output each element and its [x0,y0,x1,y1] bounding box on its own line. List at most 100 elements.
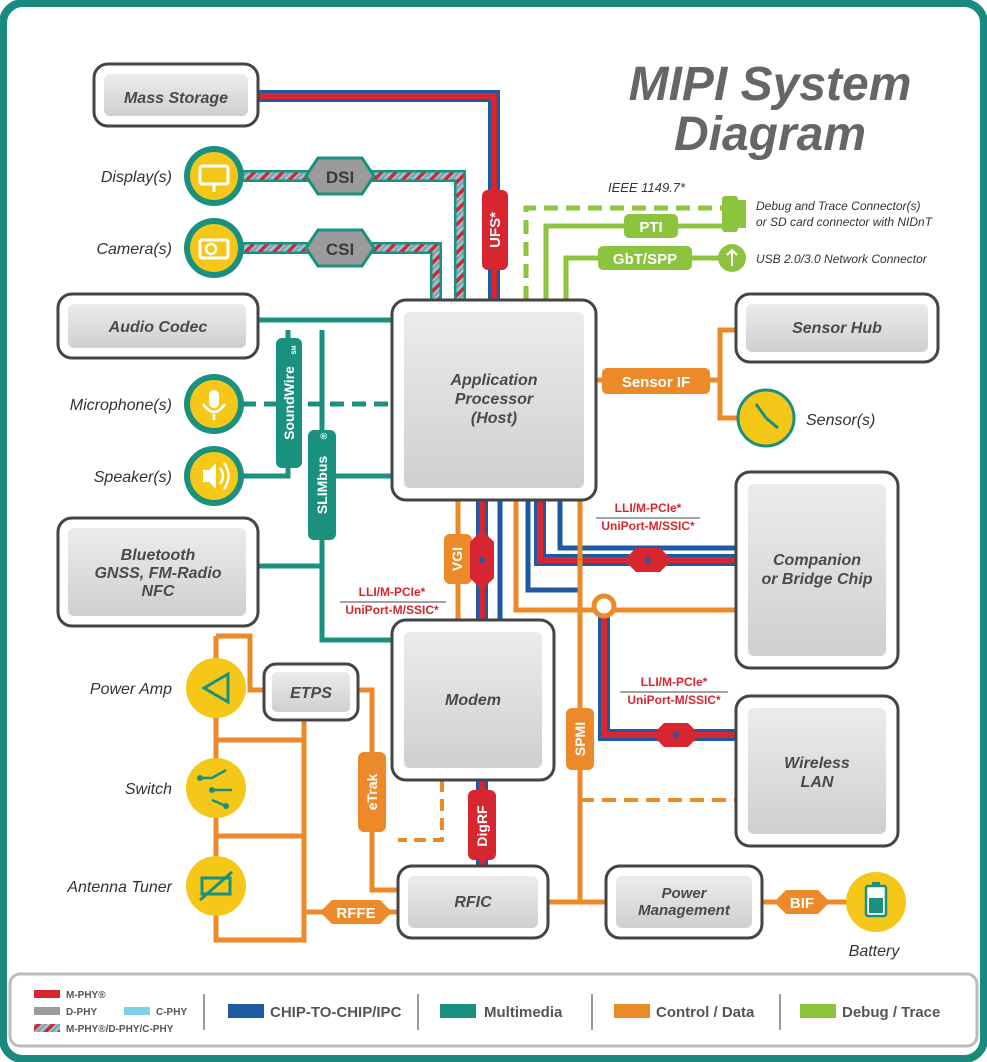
svg-text:SPMI: SPMI [572,722,588,756]
csi-pill: CSI [304,228,376,268]
svg-text:Wireless: Wireless [784,755,850,772]
svg-text:UniPort-M/SSIC*: UniPort-M/SSIC* [345,603,439,617]
modem-box[interactable]: Modem [390,618,556,782]
svg-text:GbT/SPP: GbT/SPP [613,251,677,268]
svg-text:eTrak: eTrak [364,773,380,810]
svg-text:Application: Application [449,372,537,389]
svg-text:RFIC: RFIC [454,894,492,911]
antenna-tuner-icon[interactable] [186,856,246,916]
svg-text:LLI/M-PCIe*: LLI/M-PCIe* [615,501,682,515]
companion-diamond [624,548,672,572]
svg-text:®: ® [319,432,329,439]
svg-text:Audio Codec: Audio Codec [108,319,208,336]
svg-text:SM: SM [292,345,298,354]
svg-text:Modem: Modem [445,692,501,709]
svg-text:LLI/M-PCIe*: LLI/M-PCIe* [359,585,426,599]
vgi-pill: VGI [444,534,472,584]
app-processor-box[interactable]: Application Processor (Host) [390,298,598,502]
legend-cphy: C-PHY [156,1007,187,1018]
svg-text:UniPort-M/SSIC*: UniPort-M/SSIC* [601,519,695,533]
lli-label-modem: LLI/M-PCIe* UniPort-M/SSIC* [340,585,446,617]
svg-text:BIF: BIF [790,895,814,912]
legend: M-PHY® D-PHY C-PHY M-PHY®/D-PHY/C-PHY CH… [8,972,979,1048]
svg-text:(Host): (Host) [471,410,517,427]
display-icon[interactable] [184,146,244,206]
rfic-box[interactable]: RFIC [396,864,550,940]
title-line2: Diagram [674,108,866,161]
battery-icon[interactable] [846,872,906,932]
svg-text:Processor: Processor [455,391,534,408]
companion-box[interactable]: Companion or Bridge Chip [734,470,900,670]
lli-label-wlan: LLI/M-PCIe* UniPort-M/SSIC* [620,675,728,707]
legend-combo: M-PHY®/D-PHY/C-PHY [66,1024,174,1035]
soundwire-pill: SoundWire SM [276,338,302,468]
svg-text:GNSS, FM-Radio: GNSS, FM-Radio [94,565,221,582]
svg-text:RFFE: RFFE [336,905,375,922]
legend-multimedia: Multimedia [484,1004,563,1021]
svg-text:Power: Power [661,885,707,902]
power-amp-icon[interactable] [186,658,246,718]
svg-text:ETPS: ETPS [290,685,332,702]
svg-text:Sensor Hub: Sensor Hub [792,320,882,337]
speakers-label: Speaker(s) [94,469,172,486]
svg-text:UniPort-M/SSIC*: UniPort-M/SSIC* [627,693,721,707]
digrf-pill: DigRF [468,790,496,860]
antenna-tuner-label: Antenna Tuner [66,879,172,896]
slimbus-pill: SLIMbus ® [308,430,336,540]
title-line1: MIPI System [629,58,912,111]
bluetooth-box[interactable]: Bluetooth GNSS, FM-Radio NFC [56,516,260,628]
wlan-diamond [652,723,700,747]
usb-icon [718,244,746,272]
displays-label: Display(s) [101,169,172,186]
battery-label: Battery [849,943,901,960]
speaker-icon[interactable] [184,446,244,506]
switch-label: Switch [125,781,172,798]
bif-pill: BIF [774,890,830,914]
etrak-pill: eTrak [358,752,386,832]
microphone-icon[interactable] [184,374,244,434]
ufs-pill: UFS* [482,190,508,270]
legend-mphy: M-PHY® [66,990,106,1001]
svg-text:PTI: PTI [639,219,662,236]
etps-box[interactable]: ETPS [262,662,360,722]
legend-control: Control / Data [656,1004,755,1021]
camera-icon[interactable] [184,218,244,278]
gbt-pill: GbT/SPP [598,246,692,270]
switch-icon[interactable] [186,758,246,818]
ieee-label: IEEE 1149.7* [608,180,686,195]
power-management-box[interactable]: Power Management [604,864,764,940]
spmi-pill: SPMI [566,708,594,770]
svg-text:SoundWire: SoundWire [281,366,297,440]
debug-connector-icon [722,196,746,232]
svg-text:Mass Storage: Mass Storage [124,90,228,107]
mass-storage-box[interactable]: Mass Storage [92,62,260,128]
lli-label-companion: LLI/M-PCIe* UniPort-M/SSIC* [596,501,700,533]
sensor-if-pill: Sensor IF [602,368,710,394]
svg-text:Companion: Companion [773,552,861,569]
svg-text:SLIMbus: SLIMbus [314,456,330,515]
microphones-label: Microphone(s) [70,397,172,414]
cameras-label: Camera(s) [96,241,172,258]
legend-debug: Debug / Trace [842,1004,940,1021]
audio-codec-box[interactable]: Audio Codec [56,292,260,360]
svg-text:Bluetooth: Bluetooth [121,547,196,564]
ap-modem-diamond [470,530,494,590]
debug-connector-label-1: Debug and Trace Connector(s) [756,199,921,213]
svg-text:UFS*: UFS* [487,212,504,248]
pti-pill: PTI [624,214,678,238]
svg-text:LAN: LAN [801,774,834,791]
wireless-lan-box[interactable]: Wireless LAN [734,694,900,848]
ieee-link [523,205,722,300]
legend-chip: CHIP-TO-CHIP/IPC [270,1004,402,1021]
svg-text:LLI/M-PCIe*: LLI/M-PCIe* [641,675,708,689]
dsi-pill: DSI [304,156,376,196]
power-amp-label: Power Amp [90,681,172,698]
svg-text:NFC: NFC [142,583,175,600]
svg-text:DigRF: DigRF [474,805,490,847]
svg-text:Management: Management [638,902,731,919]
sensor-icon[interactable] [736,388,796,448]
svg-text:Sensor IF: Sensor IF [622,374,690,391]
sensor-hub-box[interactable]: Sensor Hub [734,292,940,364]
legend-dphy: D-PHY [66,1007,97,1018]
